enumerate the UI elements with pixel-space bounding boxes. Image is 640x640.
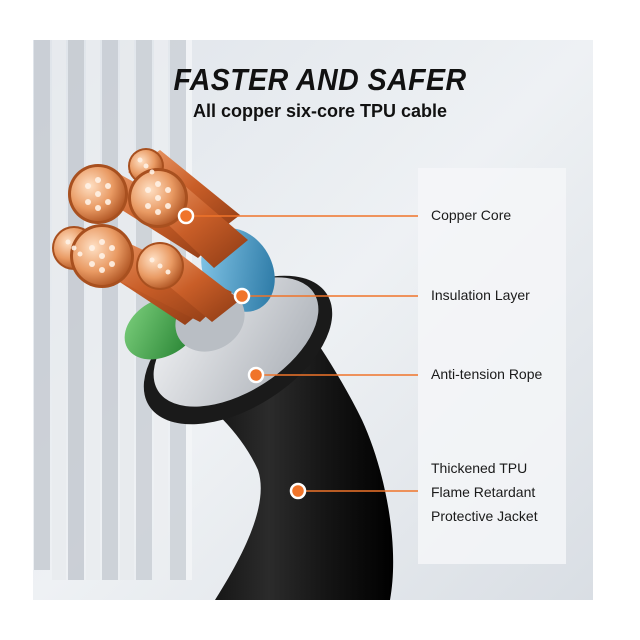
headline-title: FASTER AND SAFER: [173, 62, 467, 97]
anti-tension-rope-marker: [247, 366, 265, 384]
callout-insulation-layer: Insulation Layer: [431, 287, 530, 303]
callout-jacket: Thickened TPU Flame Retardant Protective…: [431, 456, 581, 528]
callout-jacket-line-3: Protective Jacket: [431, 508, 538, 524]
strand-dots: [65, 157, 171, 275]
jacket-marker: [289, 482, 307, 500]
headline-subtitle: All copper six-core TPU cable: [192, 101, 448, 121]
insulation-layer-marker: [233, 287, 251, 305]
callout-anti-tension-rope: Anti-tension Rope: [431, 366, 543, 382]
rope-layer: [153, 277, 319, 407]
callout-panel: [418, 168, 566, 564]
callout-copper-core: Copper Core: [431, 207, 512, 223]
callout-leaders: [190, 215, 418, 492]
callout-jacket-line-2: Flame Retardant: [431, 484, 536, 500]
callout-jacket-line-1: Thickened TPU: [431, 460, 528, 476]
copper-core-marker: [177, 207, 195, 225]
